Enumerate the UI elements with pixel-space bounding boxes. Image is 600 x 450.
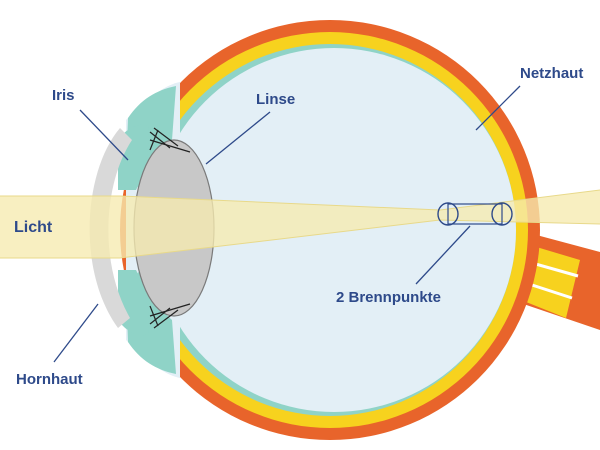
leader-brennpunkte [415, 225, 471, 285]
cornea [89, 128, 132, 328]
zonular-fibers-upper [149, 127, 191, 153]
light-beam-outline [0, 189, 600, 259]
zonular-fibers-lower [149, 303, 191, 329]
focal-point-1 [437, 202, 459, 226]
leader-linse [205, 111, 271, 165]
focal-point-2 [491, 202, 513, 226]
label-licht: Licht [14, 219, 53, 236]
label-iris: Iris [52, 87, 75, 104]
focus-region-box [447, 203, 503, 225]
leader-iris [79, 109, 129, 161]
label-brennpunkte: 2 Brennpunkte [336, 289, 441, 306]
label-netzhaut: Netzhaut [520, 65, 583, 82]
leader-hornhaut [53, 303, 99, 363]
label-linse: Linse [256, 91, 295, 108]
light-beam [0, 190, 600, 258]
leader-netzhaut [475, 85, 521, 131]
label-hornhaut: Hornhaut [16, 371, 83, 388]
